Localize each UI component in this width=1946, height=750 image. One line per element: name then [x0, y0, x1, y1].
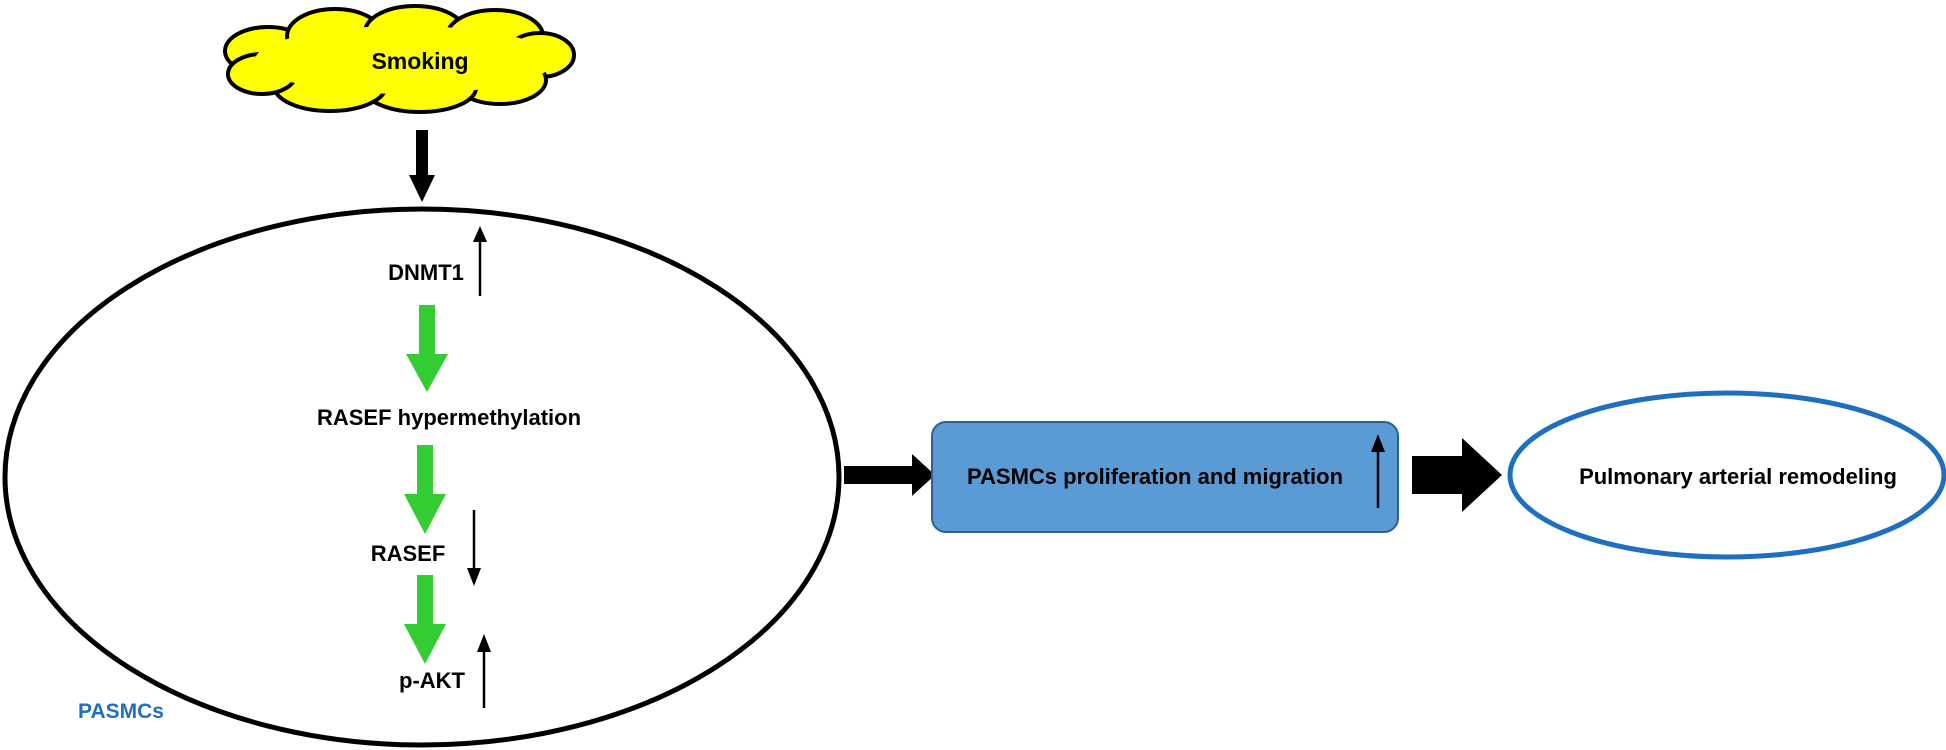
- result-ellipse: [1507, 390, 1946, 560]
- smoking-label: Smoking: [371, 48, 468, 74]
- outcome-to-result-arrow: [1412, 438, 1502, 512]
- result-label: Pulmonary arterial remodeling: [1579, 464, 1897, 489]
- smoking-cloud: Smoking: [223, 4, 576, 114]
- outcome-box: [931, 421, 1399, 533]
- step-dnmt1-label: DNMT1: [388, 260, 464, 285]
- green-arrow-1: [406, 305, 448, 392]
- cell-type-label: PASMCs: [78, 700, 164, 723]
- green-arrow-2: [404, 445, 446, 534]
- outcome-up-arrow-icon: [1371, 434, 1385, 508]
- pakt-up-arrow-icon: [477, 634, 491, 708]
- cell-to-outcome-arrow: [844, 454, 935, 496]
- rasef-down-arrow-icon: [467, 510, 481, 586]
- outcome-label: PASMCs proliferation and migration: [967, 464, 1343, 489]
- cloud-fill: [255, 26, 555, 94]
- green-arrow-3: [404, 575, 446, 664]
- step-rasef-hypermethylation-label: RASEF hypermethylation: [317, 405, 581, 430]
- step-rasef-label: RASEF: [371, 541, 446, 566]
- dnmt1-up-arrow-icon: [473, 226, 487, 296]
- smoking-to-cell-arrow: [409, 130, 435, 202]
- step-pakt-label: p-AKT: [399, 668, 466, 693]
